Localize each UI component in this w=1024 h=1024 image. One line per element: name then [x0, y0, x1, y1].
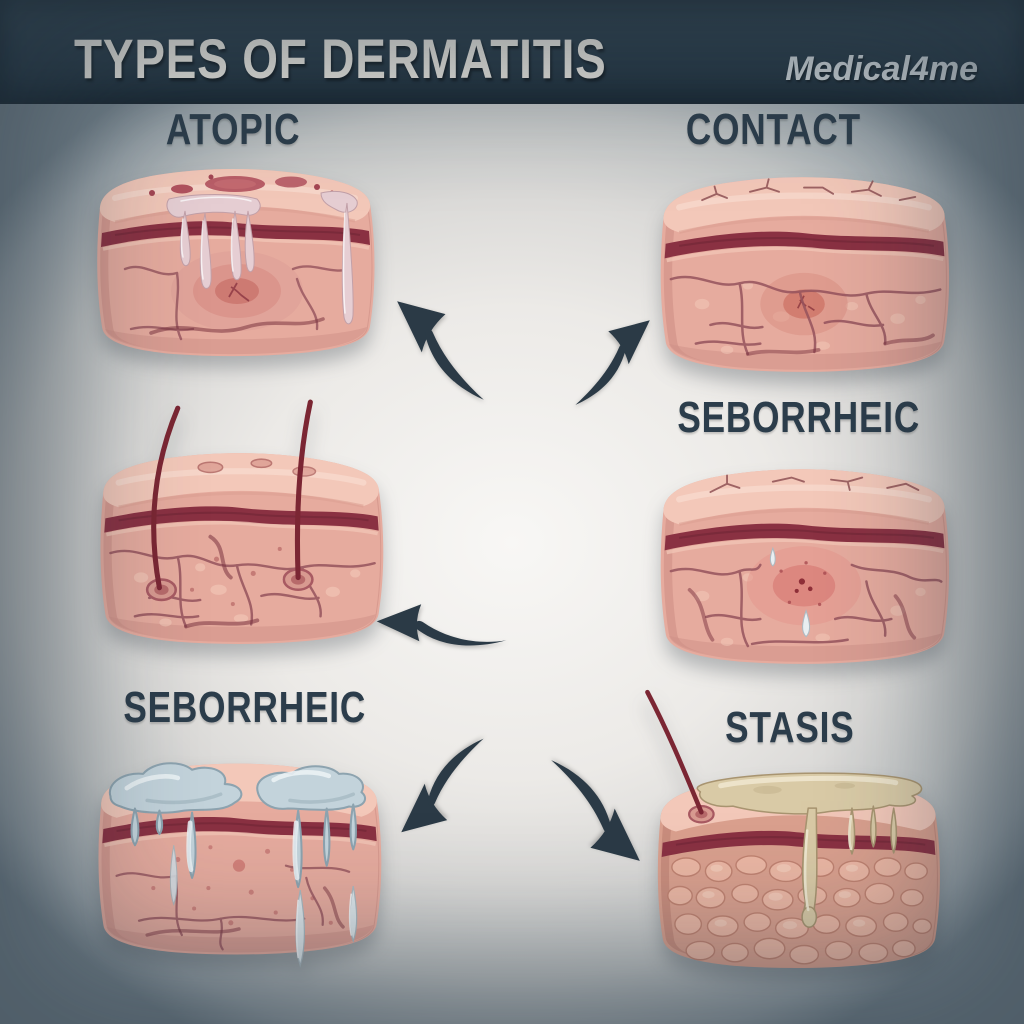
- skin-unlabeled-hair-illustration: [100, 399, 384, 644]
- label-contact: CONTACT: [685, 105, 861, 154]
- skin-seborrheic-spot-illustration: [660, 469, 950, 664]
- label-seborrheic-right: SEBORRHEIC: [677, 393, 921, 442]
- skin-atopic-illustration: [97, 169, 375, 357]
- page-title-text: TYPES OF DERMATITIS: [74, 27, 607, 90]
- arrow-to-contact-icon: [575, 320, 650, 405]
- arrow-to-atopic-icon: [397, 301, 484, 400]
- skin-stasis-illustration: [645, 689, 940, 969]
- skin-seborrheic-scale-illustration: [98, 762, 382, 968]
- brand-watermark: Medical4me: [785, 50, 978, 88]
- label-seborrheic-left: SEBORRHEIC: [123, 683, 367, 732]
- arrow-to-stasis-icon: [551, 760, 640, 861]
- label-atopic: ATOPIC: [165, 105, 301, 154]
- skin-contact-illustration: [660, 177, 950, 372]
- arrow-to-seborrheic-left-icon: [401, 738, 484, 833]
- header-band: [0, 0, 1024, 104]
- page-title: TYPES OF DERMATITIS: [74, 26, 724, 91]
- label-stasis: STASIS: [725, 703, 855, 752]
- arrow-to-middle-left-icon: [376, 604, 507, 646]
